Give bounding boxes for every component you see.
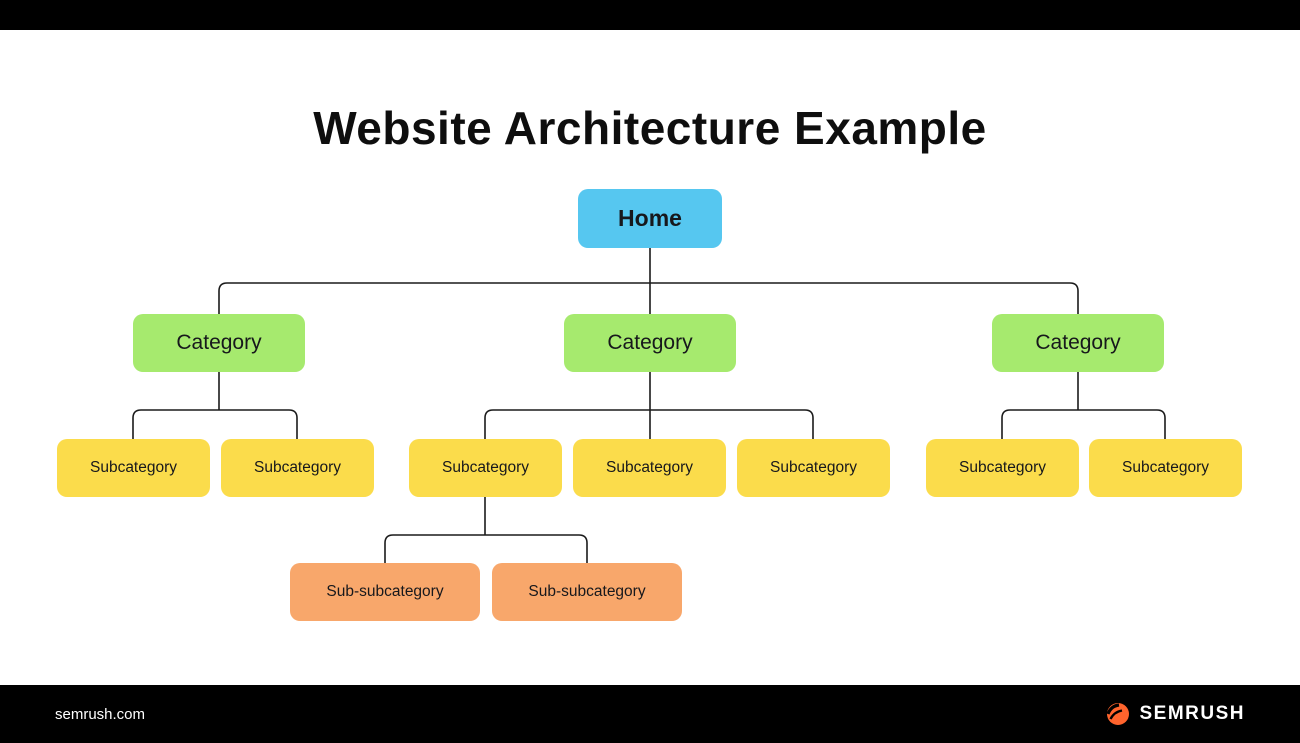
node-subcategory-5: Subcategory [737,439,890,497]
node-home: Home [578,189,722,248]
semrush-wordmark: SEMRUSH [1139,703,1245,724]
footer-bar: semrush.com SEMRUSH [0,685,1300,743]
node-subcategory-7: Subcategory [1089,439,1242,497]
node-subsubcategory-2: Sub-subcategory [492,563,682,621]
node-category-3: Category [992,314,1164,372]
footer-site-text: semrush.com [55,705,146,723]
node-subcategory-3: Subcategory [409,439,562,497]
diagram-title: Website Architecture Example [313,101,987,154]
top-bar [0,0,1300,30]
semrush-flame-icon [1106,703,1130,725]
node-category-2: Category [564,314,736,372]
node-category-1: Category [133,314,305,372]
node-subcategory-1: Subcategory [57,439,210,497]
semrush-logo: SEMRUSH [1105,701,1245,727]
node-subcategory-6: Subcategory [926,439,1079,497]
node-subsubcategory-1: Sub-subcategory [290,563,480,621]
node-subcategory-4: Subcategory [573,439,726,497]
node-subcategory-2: Subcategory [221,439,374,497]
